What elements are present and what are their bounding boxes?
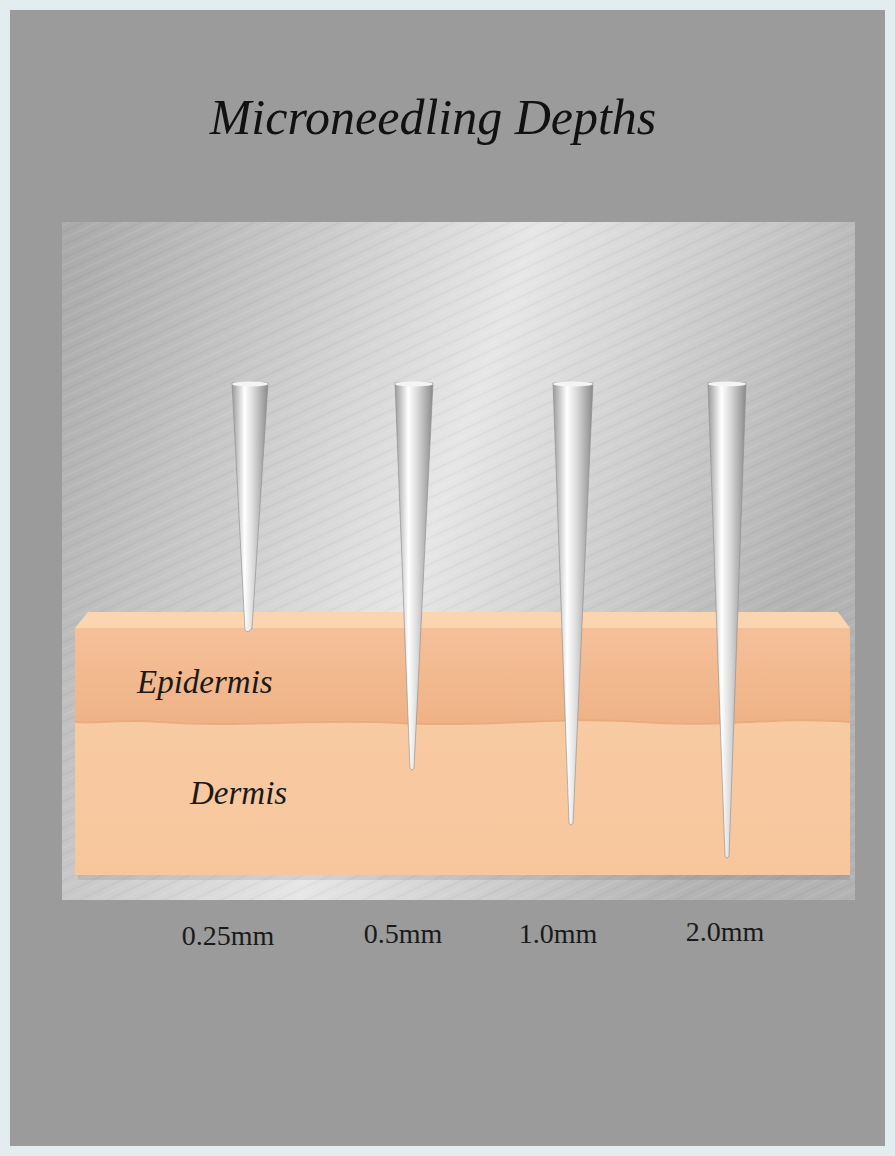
skin-layer-band: Dermis (75, 723, 850, 875)
depth-label: 1.0mm (519, 918, 598, 950)
diagram-title: Microneedling Depths (183, 82, 683, 152)
background (10, 10, 885, 1146)
depth-label: 2.0mm (686, 916, 765, 948)
needle (708, 383, 746, 858)
needles (232, 382, 746, 859)
layer-label: Dermis (190, 775, 287, 812)
brushed-texture (62, 222, 855, 900)
depth-label: 0.25mm (182, 920, 275, 952)
needle (553, 383, 593, 825)
needle (232, 383, 268, 632)
layer-label: Epidermis (137, 664, 273, 701)
needle-cap (232, 382, 268, 387)
needle-cap (395, 382, 433, 387)
needle (395, 383, 433, 770)
metal-panel (62, 222, 855, 900)
skin-layer-band: Epidermis (75, 628, 850, 723)
depth-label: 0.5mm (364, 918, 443, 950)
needle-cap (708, 382, 746, 387)
needle-cap (553, 382, 593, 387)
